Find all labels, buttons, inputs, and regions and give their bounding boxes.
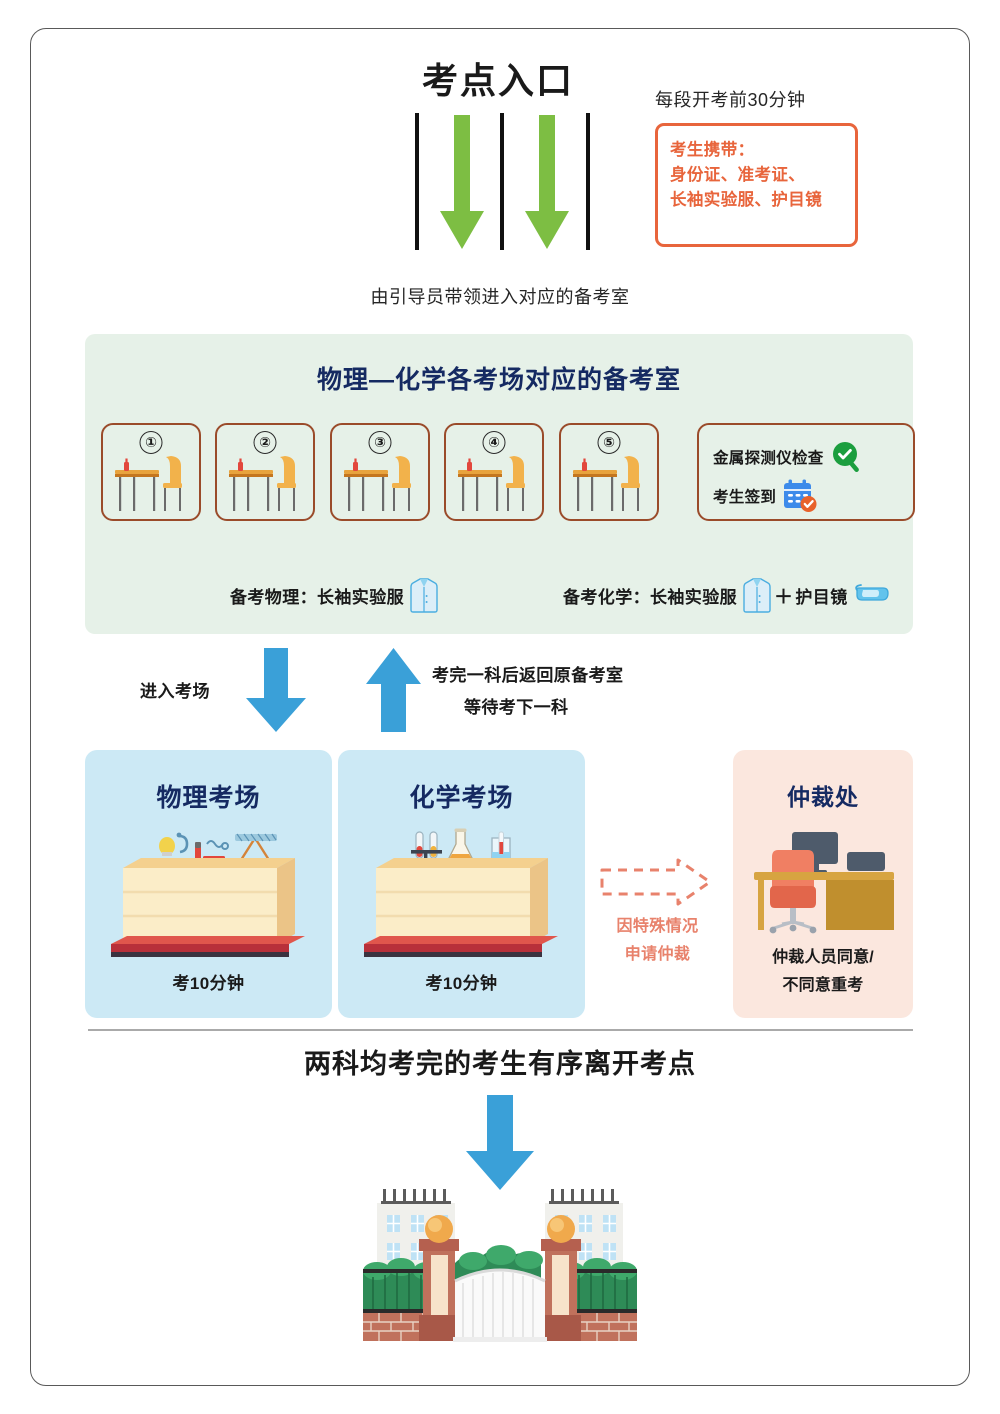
arbitration-reason-line-1: 因特殊情况 [616, 918, 699, 935]
room-number: ① [139, 431, 163, 454]
room-number: ⑤ [597, 431, 621, 454]
arbitration-card[interactable]: 仲裁处 仲裁人员同意/ 不同意重考 [733, 750, 913, 1018]
desk-chair-icon [344, 456, 411, 511]
plus-symbol: ＋ [774, 586, 794, 608]
blue-down-arrow-icon [466, 1095, 534, 1190]
blue-down-arrow-icon [246, 648, 306, 732]
arbitration-note: 仲裁人员同意/ 不同意重考 [733, 944, 913, 1000]
arbitration-note-line-1: 仲裁人员同意/ [772, 949, 874, 966]
metal-detector-check-row: 金属探测仪检查 [713, 440, 864, 474]
carry-line-2: 身份证、准考证、 [670, 166, 806, 184]
sign-in-check-row: 考生签到 [713, 479, 818, 513]
physics-bench-icon [110, 832, 305, 957]
dashed-arrow-icon [600, 858, 712, 906]
arbitration-reason: 因特殊情况 申请仲裁 [600, 913, 715, 969]
page-title-text: 考点入口 [421, 60, 574, 101]
carry-title: 考生携带： [670, 141, 755, 159]
wear-goggles-label: 护目镜 [795, 587, 848, 607]
office-desk-icon [754, 832, 894, 934]
wear-chemistry-row: 备考化学：长袖实验服 ＋ 护目镜 [563, 577, 891, 613]
desk-chair-icon [458, 456, 525, 511]
blue-up-arrow-icon [366, 648, 421, 732]
chemistry-exam-title: 化学考场 [409, 784, 514, 812]
physics-exam-duration: 考10分钟 [172, 974, 245, 993]
prep-room-card[interactable]: ② [215, 423, 315, 521]
metal-detector-label: 金属探测仪检查 [713, 450, 824, 467]
prep-panel-title: 物理—化学各考场对应的备考室 [316, 366, 681, 394]
green-down-arrow-icon [525, 115, 569, 249]
room-number: ④ [482, 431, 506, 454]
carry-items-box: 考生携带： 身份证、准考证、 长袖实验服、护目镜 [655, 123, 858, 247]
gate-bar-left [415, 113, 419, 250]
goggles-icon [854, 584, 889, 601]
chemistry-exam-card[interactable]: 化学考场 [338, 750, 585, 1018]
arbitration-reason-line-2: 申请仲裁 [624, 946, 691, 963]
guide-instruction: 由引导员带领进入对应的备考室 [370, 287, 630, 307]
entrance-gate-graphic [415, 113, 590, 250]
wear-chemistry-label: 备考化学：长袖实验服 [563, 587, 737, 607]
magnifier-check-icon [832, 442, 859, 472]
section-divider [88, 1029, 913, 1031]
wear-physics-row: 备考物理：长袖实验服 [230, 577, 439, 613]
school-gate-illustration [363, 1189, 637, 1342]
prep-room-card[interactable]: ③ [330, 423, 430, 521]
entry-check-card: 金属探测仪检查 考生签到 [697, 423, 915, 521]
chemistry-bench-icon [363, 828, 558, 957]
lab-coat-icon [743, 578, 771, 613]
room-number: ② [253, 431, 277, 454]
room-number: ③ [368, 431, 392, 454]
physics-exam-title: 物理考场 [156, 784, 261, 812]
wear-physics-label: 备考物理：长袖实验服 [230, 587, 404, 607]
prep-room-card[interactable]: ④ [444, 423, 544, 521]
physics-exam-card[interactable]: 物理考场 [85, 750, 332, 1018]
desk-chair-icon [229, 456, 296, 511]
page-title: 考点入口 [0, 52, 1000, 104]
desk-chair-icon [573, 456, 640, 511]
prep-room-panel: 物理—化学各考场对应的备考室 ① [85, 334, 915, 634]
leave-instruction: 两科均考完的考生有序离开考点 [304, 1049, 696, 1079]
enter-exam-label: 进入考场 [140, 682, 210, 701]
return-line-2: 等待考下一科 [464, 698, 569, 717]
arbitration-note-line-2: 不同意重考 [782, 977, 864, 994]
carry-line-3: 长袖实验服、护目镜 [670, 191, 823, 209]
gate-bar-middle [500, 113, 504, 250]
exam-time-notice: 每段开考前30分钟 [655, 90, 806, 110]
arbitration-title: 仲裁处 [787, 784, 859, 810]
gate-bar-right [586, 113, 590, 250]
return-line-1: 考完一科后返回原备考室 [432, 666, 624, 685]
green-down-arrow-icon [440, 115, 484, 249]
return-instruction: 考完一科后返回原备考室 等待考下一科 [432, 660, 623, 724]
chemistry-exam-duration: 考10分钟 [425, 974, 498, 993]
prep-room-card[interactable]: ⑤ [559, 423, 659, 521]
lab-coat-icon [410, 578, 438, 613]
sign-in-label: 考生签到 [713, 489, 777, 506]
desk-chair-icon [115, 456, 182, 511]
prep-room-card[interactable]: ① [101, 423, 201, 521]
calendar-check-icon [784, 479, 817, 512]
